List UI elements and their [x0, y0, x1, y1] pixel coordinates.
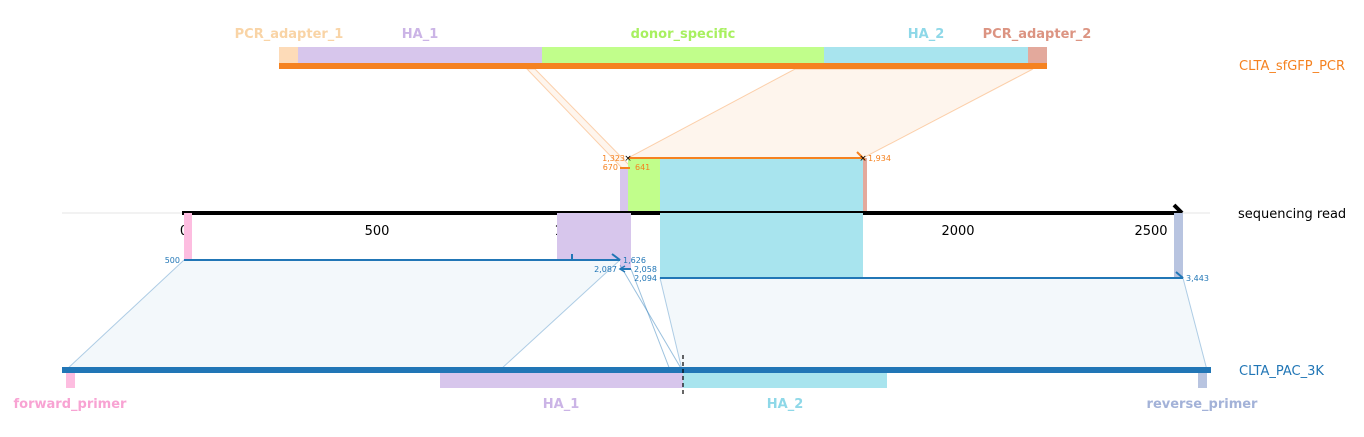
read-shade-ha-1-pcr	[620, 168, 628, 214]
pcr-template-name: CLTA_sfGFP_PCR	[1239, 59, 1345, 74]
ref-label-reverse-primer: reverse_primer	[1147, 397, 1259, 412]
ref-label-forward-primer: forward_primer	[14, 397, 128, 412]
ref-feature-ha-1	[440, 373, 683, 388]
pcr-label-pcr-adapter-2: PCR_adapter_2	[983, 27, 1092, 42]
ref-alignment-band-left	[64, 259, 622, 371]
axis-tick-2000: 2000	[941, 224, 974, 239]
ref-label-left-start: 500	[165, 256, 180, 265]
pcr-feature-donor-specific	[542, 47, 824, 65]
pcr-alignment-band	[627, 68, 1034, 159]
pcr-label-read-end: 1,934	[868, 154, 891, 163]
ref-label-left-end: 1,626	[623, 256, 646, 265]
ref-label-right-end: 3,443	[1186, 274, 1209, 283]
ref-alignment-cross-2	[630, 268, 671, 371]
axis-tick-2500: 2500	[1134, 224, 1167, 239]
read-shade-ha-2-ref	[660, 213, 863, 278]
read-shade-reverse-primer	[1174, 213, 1183, 278]
ref-feature-reverse-primer	[1198, 373, 1207, 388]
pcr-template-bar	[279, 63, 1047, 69]
pcr-alignment-end-tick	[856, 151, 866, 161]
ref-alignment-band-right	[659, 277, 1208, 371]
read-shade-ha-1-ref	[557, 213, 620, 260]
pcr-feature-ha-2	[824, 47, 1028, 65]
pcr-feature-ha-1	[298, 47, 542, 65]
ref-label-small-b: 2,058	[634, 265, 657, 274]
axis-tick-500: 500	[365, 224, 390, 239]
pcr-label-pcr-adapter-1: PCR_adapter_1	[235, 27, 344, 42]
pcr-feature-pcr-adapter-1	[279, 47, 298, 65]
pcr-label-read-start: 1,323	[602, 154, 625, 163]
read-shade-pcr-adapter-2	[863, 158, 867, 214]
pcr-label-donor-specific: donor_specific	[631, 27, 736, 42]
ref-label-ha-2: HA_2	[767, 397, 804, 412]
ref-feature-ha-2	[683, 373, 887, 388]
pcr-alignment-end-marker: ×	[859, 154, 867, 164]
pcr-feature-pcr-adapter-2	[1028, 47, 1047, 65]
ref-feature-forward-primer	[66, 373, 75, 388]
reference-bar	[62, 367, 1211, 373]
reference-name: CLTA_PAC_3K	[1239, 364, 1324, 379]
read-shade-forward-primer	[184, 213, 192, 260]
read-shade-ha-1-ref-small	[620, 213, 631, 269]
ref-alignment-cross-1	[619, 264, 683, 371]
ref-alignment-right-arrow	[1175, 271, 1184, 279]
ref-alignment-left-arrow	[611, 253, 621, 261]
pcr-alignment-start-marker: ×	[624, 154, 632, 164]
ref-label-small-a: 2,087	[594, 265, 617, 274]
ref-label-ha-1: HA_1	[543, 397, 580, 412]
sequencing-read-arrowhead	[1172, 203, 1184, 215]
read-shade-donor-specific	[628, 158, 660, 214]
pcr-label-ha-2: HA_2	[908, 27, 945, 42]
ref-label-right-start: 2,094	[634, 274, 657, 283]
pcr-label-ha-1: HA_1	[402, 27, 439, 42]
ref-alignment-small-arrow	[618, 265, 626, 273]
pcr-label-inner-a: 670	[603, 163, 618, 172]
pcr-label-inner-b: 641	[635, 163, 650, 172]
sequencing-read-name: sequencing read	[1238, 207, 1346, 222]
read-shade-ha-2-pcr	[660, 158, 863, 214]
